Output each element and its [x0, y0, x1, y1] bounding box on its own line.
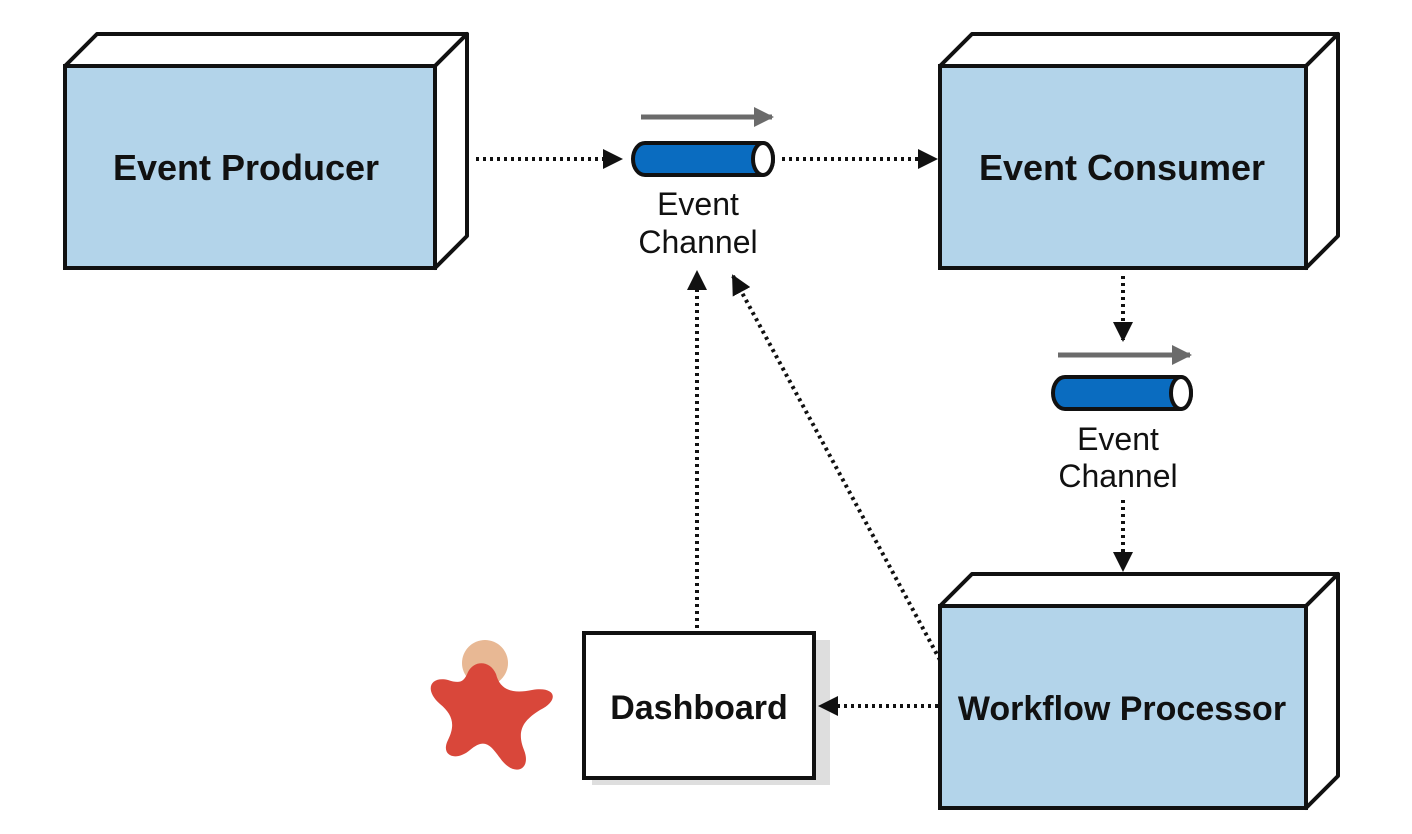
event-channel-right: Event Channel	[1051, 345, 1193, 494]
event-consumer-node: Event Consumer	[938, 32, 1340, 270]
workflow-to-channel-connector	[731, 274, 942, 661]
channel-label-line1: Event	[1077, 421, 1159, 457]
dashboard-node: Dashboard	[582, 631, 830, 785]
event-producer-node: Event Producer	[63, 32, 469, 270]
dashboard-label: Dashboard	[610, 689, 788, 727]
channel-label-line2: Channel	[1058, 458, 1177, 494]
event-channel-top: Event Channel	[631, 107, 775, 260]
workflow-processor-label: Workflow Processor	[958, 690, 1286, 728]
channel-label-line2: Channel	[638, 224, 757, 260]
workflow-processor-node: Workflow Processor	[938, 572, 1340, 810]
channel-label-line1: Event	[657, 186, 739, 222]
event-producer-label: Event Producer	[113, 147, 379, 188]
event-consumer-label: Event Consumer	[979, 147, 1265, 188]
user-figure-icon	[430, 640, 553, 770]
